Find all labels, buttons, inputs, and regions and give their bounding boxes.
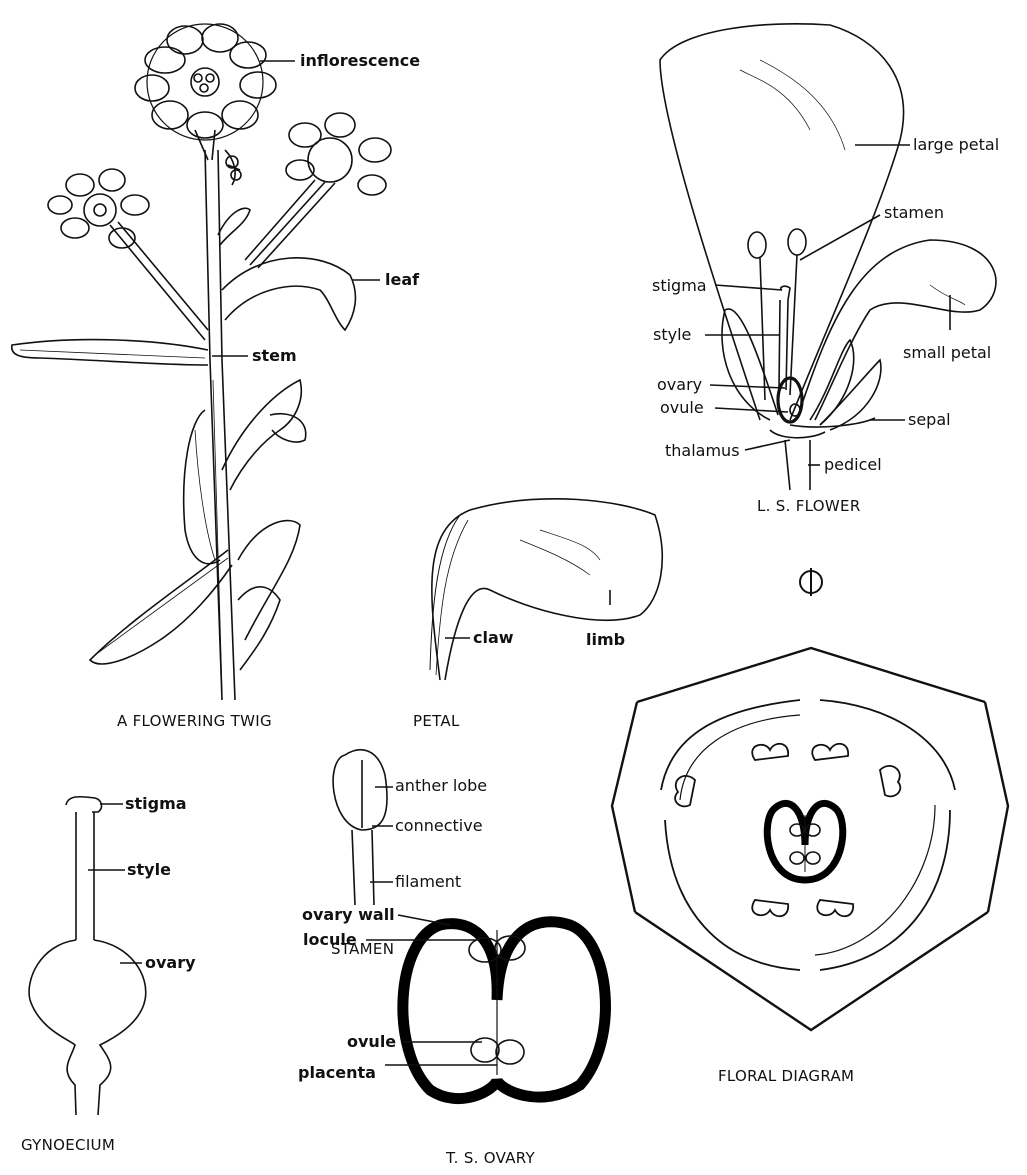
label-ovary-wall: ovary wall [302,906,395,924]
caption-ts-ovary: T. S. OVARY [446,1149,535,1167]
right-flower-cluster [245,113,391,268]
label-style: style [653,326,691,344]
leader-ovary [710,385,785,388]
flowering-twig-drawing [12,24,391,700]
label-leaf: leaf [385,271,419,289]
label-pedicel: pedicel [824,456,882,474]
label-ovule: ovule [660,399,704,417]
caption-petal: PETAL [413,712,460,730]
stamen-drawing [333,750,393,905]
leader-stigma [715,285,782,290]
label-sepal: sepal [908,411,951,429]
petal-drawing [430,499,662,680]
label-locule: locule [303,931,357,949]
caption-flowering-twig: A FLOWERING TWIG [117,712,272,730]
label-stem: stem [252,347,297,365]
small-petal [800,240,996,420]
label-ts-ovule: ovule [347,1033,396,1051]
label-filament: filament [395,873,461,891]
label-anther-lobe: anther lobe [395,777,487,795]
gynoecium-drawing [29,797,146,1115]
inflorescence-head [135,24,276,160]
caption-floral-diagram: FLORAL DIAGRAM [718,1067,854,1085]
label-large-petal: large petal [913,136,999,154]
label-placenta: placenta [298,1064,376,1082]
label-stigma: stigma [652,277,707,295]
label-stamen: stamen [884,204,944,222]
leader-thalamus [745,440,790,450]
label-ovary: ovary [657,376,702,394]
label-limb: limb [586,631,625,649]
floral-diagram-drawing [612,568,1008,1030]
label-thalamus: thalamus [665,442,740,460]
label-claw: claw [473,629,514,647]
caption-gynoecium: GYNOECIUM [21,1136,115,1154]
ts-ovary-drawing [366,915,605,1099]
label-small-petal: small petal [903,344,991,362]
caption-ls-flower: L. S. FLOWER [757,497,861,515]
label-gyn-stigma: stigma [125,795,187,813]
label-inflorescence: inflorescence [300,52,420,70]
label-connective: connective [395,817,483,835]
left-flower [48,169,208,340]
leader-stamen [800,215,880,260]
label-gyn-style: style [127,861,171,879]
label-gyn-ovary: ovary [145,954,196,972]
